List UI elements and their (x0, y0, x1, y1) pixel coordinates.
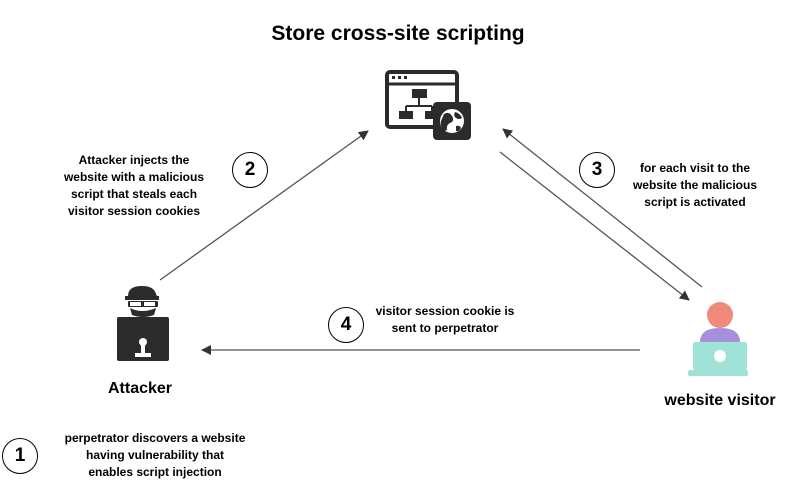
note-line: Attacker injects the (78, 153, 190, 167)
note-line: for each visit to the (639, 161, 751, 175)
arrow-visitor-to-website (502, 128, 703, 288)
step-1-badge: 1 (2, 438, 38, 474)
note-line: having vulnerability that (85, 448, 225, 462)
note-line: script is activated (644, 195, 746, 209)
step-2-badge: 2 (232, 152, 268, 188)
diagram-title: Store cross-site scripting (271, 22, 525, 45)
note-line: visitor session cookie is (375, 304, 515, 318)
website-sitemap-globe-icon (385, 70, 471, 140)
note-line: website with a malicious (63, 170, 205, 184)
note-line: perpetrator discovers a website (64, 431, 246, 445)
note-line: enables script injection (88, 465, 222, 479)
user-laptop-icon (688, 302, 748, 376)
step-2-note: Attacker injects the website with a mali… (44, 152, 224, 220)
step-3-note: for each visit to the website the malici… (610, 160, 780, 211)
arrow-website-to-visitor (499, 151, 690, 301)
step-3-badge: 3 (579, 152, 615, 188)
arrow-attacker-to-website (159, 130, 369, 281)
step-4-note: visitor session cookie is sent to perpet… (355, 303, 535, 337)
attacker-label: Attacker (107, 380, 173, 397)
hacker-computer-icon (117, 286, 169, 361)
visitor-label: website visitor (664, 392, 776, 409)
note-line: script that steals each (70, 187, 198, 201)
step-1-note: perpetrator discovers a website having v… (42, 430, 268, 481)
note-line: sent to perpetrator (391, 321, 499, 335)
step-4-badge: 4 (328, 307, 364, 343)
note-line: website the malicious (632, 178, 758, 192)
note-line: visitor session cookies (67, 204, 201, 218)
